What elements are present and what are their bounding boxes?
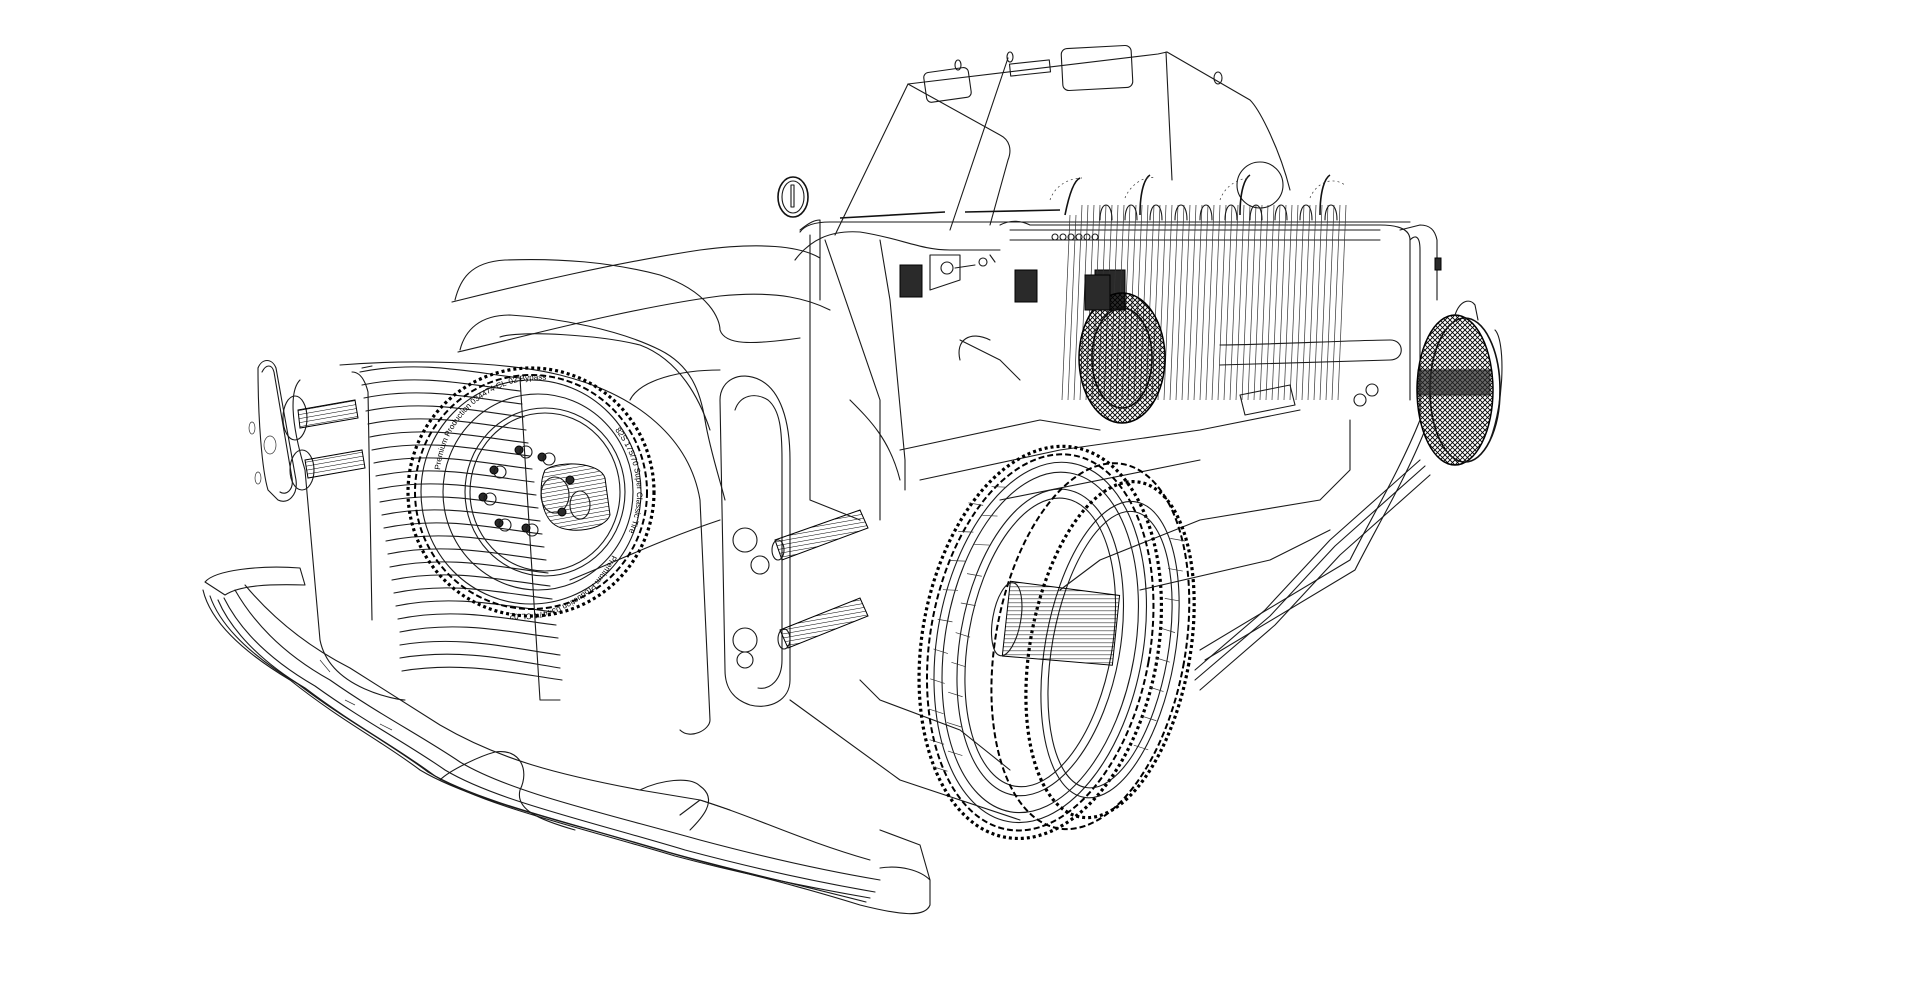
windshield-frame [834, 44, 1291, 236]
bumper-guard-lower [304, 449, 366, 479]
rear-wheel-outer [1416, 300, 1503, 466]
fuel-cap [777, 176, 809, 218]
front-wheel-tread-blocks [928, 486, 1186, 772]
hood-lines [451, 219, 831, 501]
chassis-rocker [1139, 459, 1431, 691]
body-fender [569, 369, 1021, 821]
rear-wheel-inner [1078, 274, 1166, 424]
seat-tops [1049, 161, 1346, 221]
spare-tire-text-right: 82S 175/70 Super Classic Tire [613, 426, 644, 536]
lug-nuts [478, 445, 575, 537]
fender-stud-upper [771, 509, 869, 561]
bumper-guard-upper [297, 399, 359, 429]
fender-stud-lower [777, 597, 869, 650]
front-bumper [202, 566, 931, 915]
front-wheel [917, 444, 1196, 841]
headlight-assembly [248, 359, 366, 502]
